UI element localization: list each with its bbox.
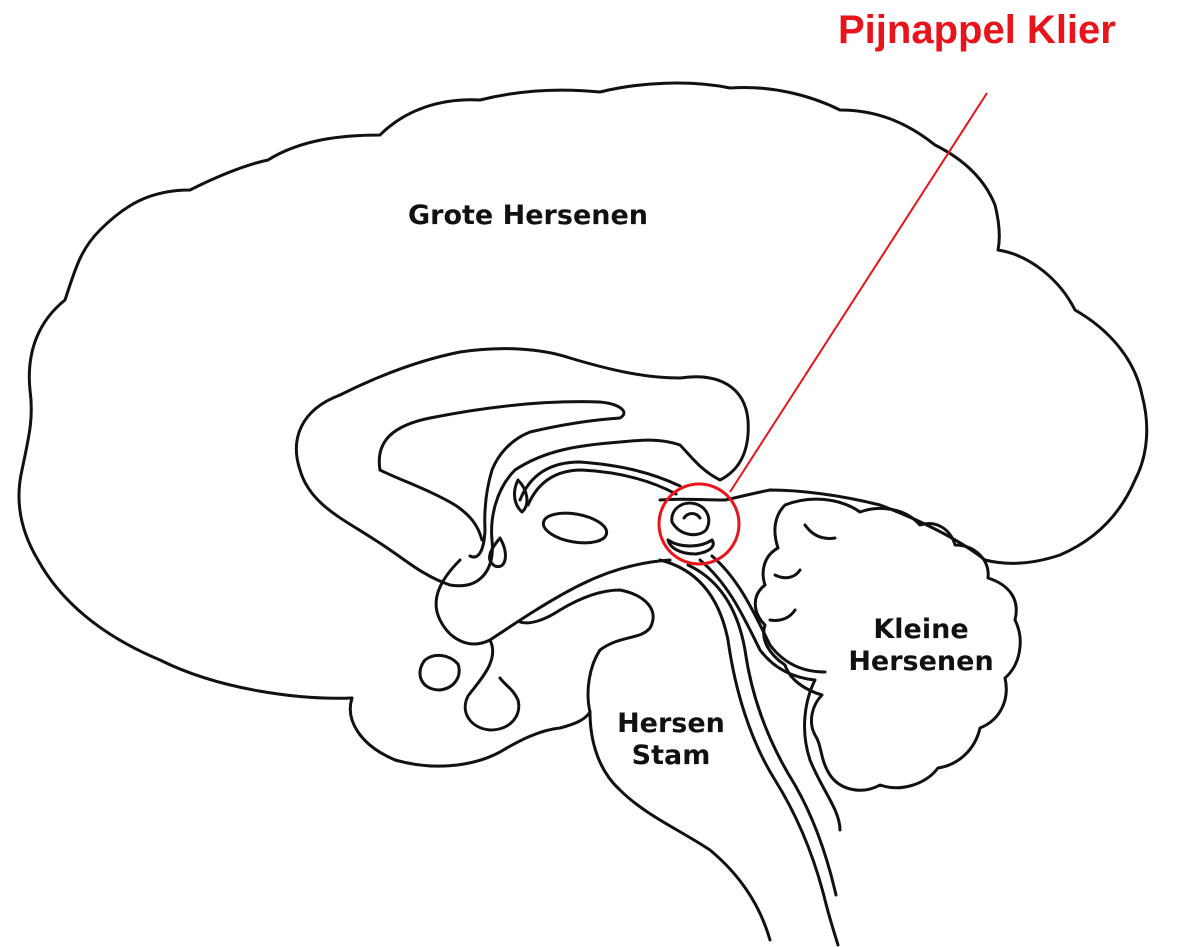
pineal-gland-label: Pijnappel Klier [838, 6, 1116, 54]
corpus-callosum-inner [379, 402, 624, 557]
thalamus-shape [541, 509, 609, 548]
posterior-commissure [668, 540, 713, 554]
temporal-lobe-outline [350, 698, 590, 766]
cerebrum-label: Grote Hersenen [408, 200, 648, 232]
pointer-line [730, 93, 987, 492]
pineal-inner [684, 514, 700, 519]
brainstem-label-line1: Hersen [606, 708, 736, 740]
cerebellum-label: Kleine Hersenen [836, 614, 1006, 679]
cerebellum-fold-2 [770, 610, 795, 621]
fornix [380, 470, 482, 540]
pineal-gland-shape [672, 503, 709, 535]
brainstem-label: Hersen Stam [606, 708, 736, 773]
pituitary-outline [420, 655, 459, 690]
cerebellum-label-line2: Hersenen [836, 646, 1006, 678]
cerebellum-fold-3 [805, 525, 835, 538]
cerebrum-outline [19, 83, 1147, 698]
cerebellum-fold-1 [775, 570, 800, 578]
brainstem-label-line2: Stam [606, 740, 736, 772]
cerebellum-label-line1: Kleine [836, 614, 1006, 646]
